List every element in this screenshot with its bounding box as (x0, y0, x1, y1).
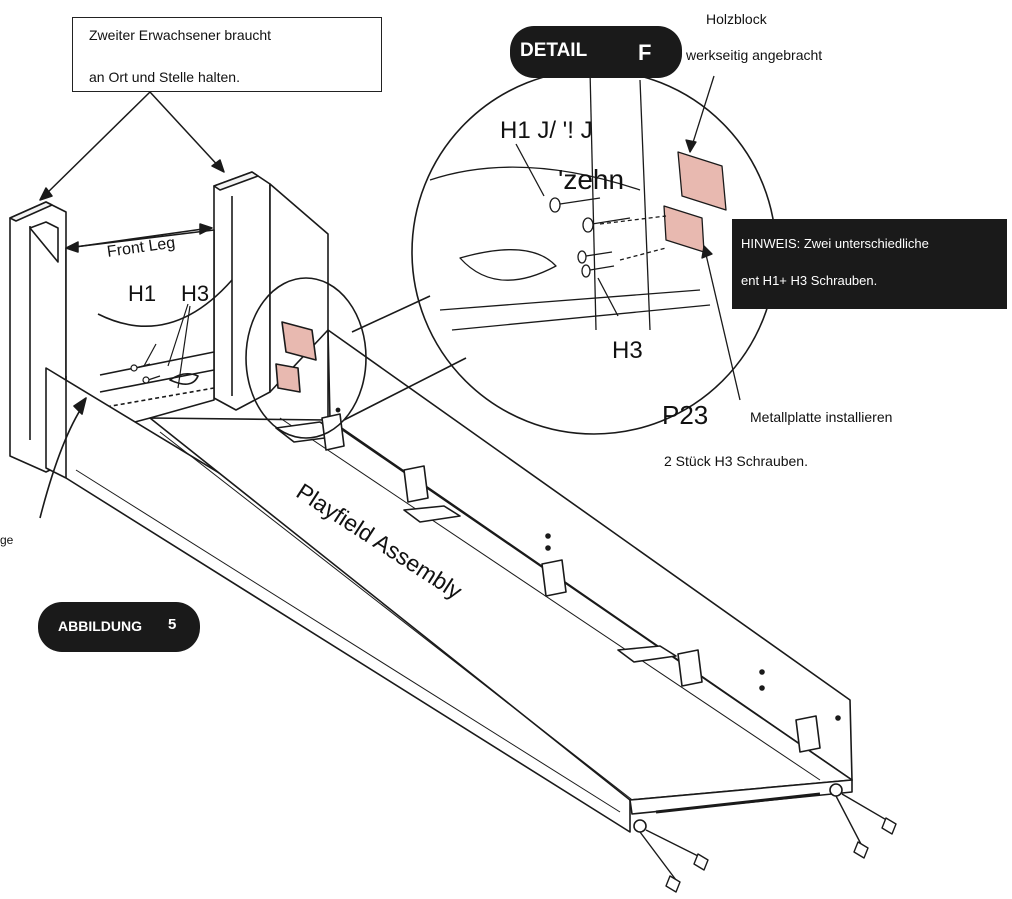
curved-arrow (39, 397, 87, 519)
main-h1-label: H1 (128, 281, 157, 306)
detail-zehn-label: 'zehn (558, 164, 625, 195)
figure-badge: ABBILDUNG 5 (38, 602, 200, 652)
detail-h3-label: H3 (612, 337, 643, 364)
detail-badge-letter: F (638, 40, 652, 65)
detail-content (429, 69, 741, 401)
main-h3-label: H3 (181, 281, 210, 306)
screws-main (130, 303, 191, 389)
detail-badge-label: DETAIL (520, 40, 588, 61)
metal-plates-main (275, 321, 317, 393)
callout-box: Zweiter Erwachsener braucht an Ort und S… (72, 17, 382, 92)
install-line-1: Metallplatte installieren (750, 409, 893, 425)
holzblock-label: Holzblock (706, 11, 767, 27)
front-leg-right (213, 171, 329, 411)
callout-line-2: an Ort und Stelle halten. (89, 69, 240, 85)
front-leg-arrow (65, 223, 213, 253)
note-box: HINWEIS: Zwei unterschiedliche ent H1+ H… (732, 219, 1007, 309)
left-edge-fragment: ge (0, 533, 14, 547)
install-line-2: 2 Stück H3 Schrauben. (664, 453, 808, 469)
p23-label: P23 (662, 400, 709, 430)
callout-arrows (39, 91, 225, 201)
detail-badge: DETAIL F (510, 26, 682, 78)
figure-badge-number: 5 (168, 616, 177, 633)
leveling-feet (639, 793, 897, 893)
callout-line-1: Zweiter Erwachsener braucht (89, 27, 272, 43)
note-line-2: ent H1+ H3 Schrauben. (741, 273, 878, 288)
note-line-1: HINWEIS: Zwei unterschiedliche (741, 236, 929, 251)
foot-end (629, 779, 853, 833)
detail-h1-label: H1 J/ '! J (500, 117, 593, 144)
werkseitig-label: werkseitig angebracht (686, 47, 823, 63)
figure-badge-label: ABBILDUNG (58, 618, 142, 634)
